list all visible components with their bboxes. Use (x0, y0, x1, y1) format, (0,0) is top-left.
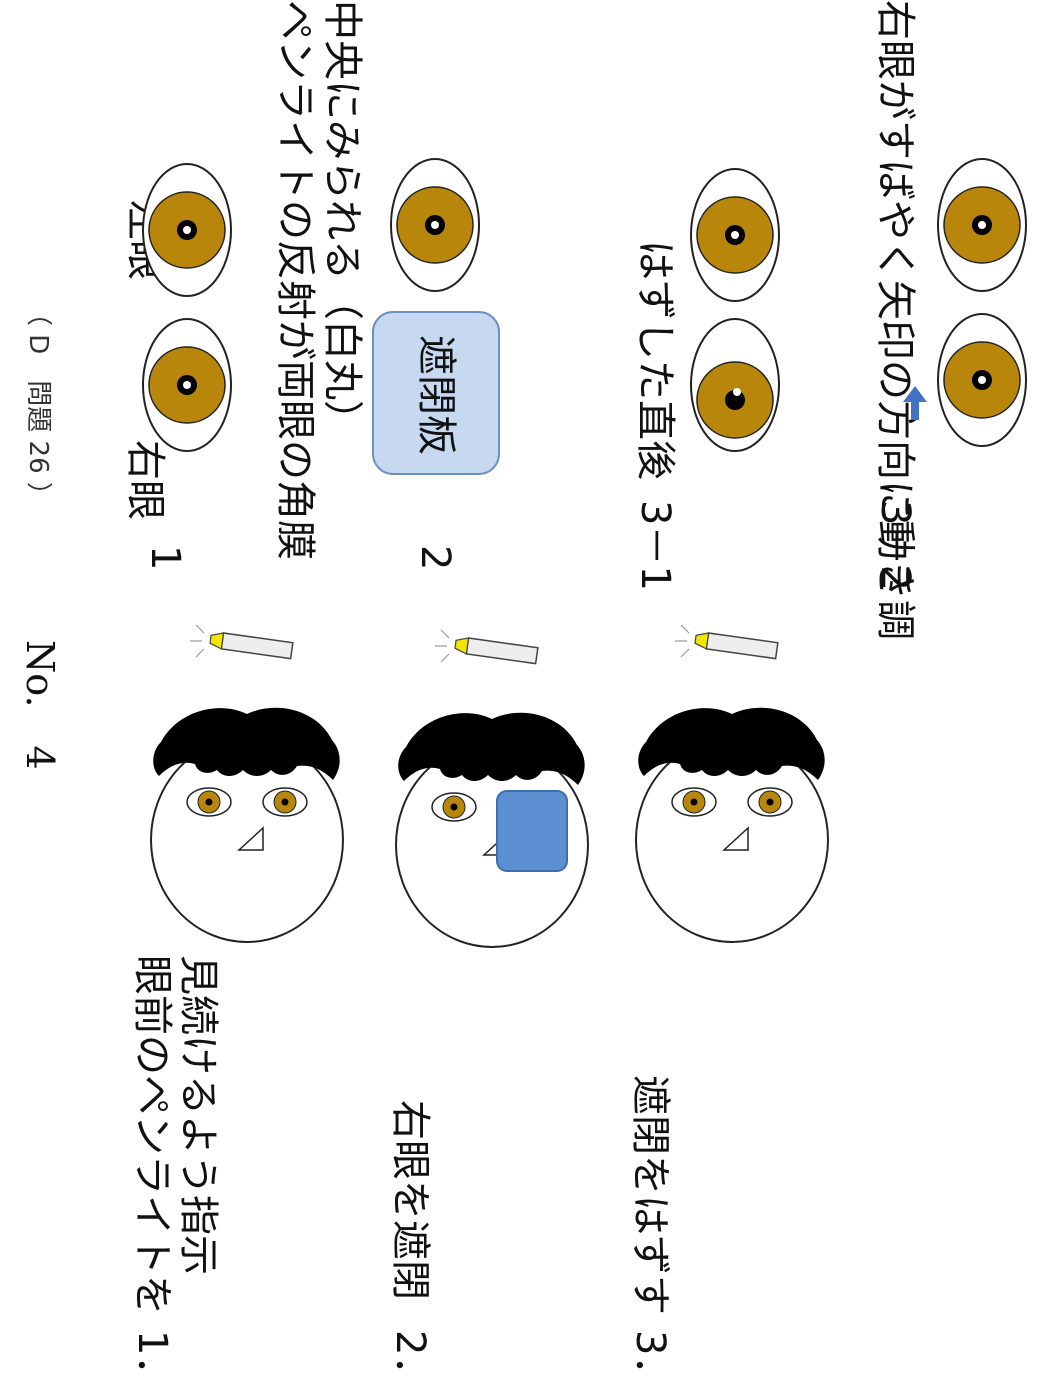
step1-number: 1． (129, 1330, 175, 1388)
panel1-caption-line1: ペンライトの反射が両眼の角膜 (272, 0, 318, 560)
face-step3 (635, 706, 829, 943)
panel2-number: 2 (412, 545, 458, 570)
step3-number: 3． (627, 1330, 673, 1388)
panel1-number: 1 (142, 545, 188, 570)
step2-number: 2． (387, 1330, 433, 1388)
panel3-1-left-eye (690, 168, 780, 302)
face-step2 (395, 711, 589, 948)
panel3-2-caption: 右眼がすばやく矢印の方向に動き調 (872, 0, 918, 640)
step3-text: 遮閉をはずす (627, 1075, 673, 1315)
panel1-left-eye (142, 163, 232, 297)
occluder-on-face (496, 790, 568, 872)
panel3-1-caption: はずした直後 (632, 240, 678, 480)
movement-arrow-icon (903, 386, 927, 420)
panel2-left-eye (390, 158, 480, 292)
penlight-icon-1 (189, 624, 294, 660)
step2-text: 右眼を遮閉 (387, 1100, 433, 1300)
panel1-right-eye (142, 318, 232, 452)
penlight-icon-2 (434, 629, 539, 665)
occluder-panel: 遮閉板 (372, 311, 500, 475)
penlight-icon-3 (674, 624, 779, 660)
exam-ref-text: （ D 問題 26 ） (23, 300, 53, 508)
panel3-1-number: 3－1 (632, 500, 678, 591)
step1-text-line2: 見続けるよう指示 (175, 955, 221, 1275)
occluder-label: 遮閉板 (413, 335, 459, 455)
panel1-caption-line2: 中央にみられる（白丸） (319, 0, 365, 440)
face-step1 (150, 706, 344, 943)
panel1-label-right-eye: 右眼 (122, 440, 168, 520)
panel3-2-right-eye (937, 313, 1027, 447)
panel3-2-number: 3－2 (872, 500, 918, 591)
panel3-1-right-eye-deviated (690, 318, 780, 452)
panel3-2-left-eye (937, 158, 1027, 292)
step1-text-line1: 眼前のペンライトを (129, 955, 175, 1315)
page-number: No. 4 (18, 640, 62, 770)
